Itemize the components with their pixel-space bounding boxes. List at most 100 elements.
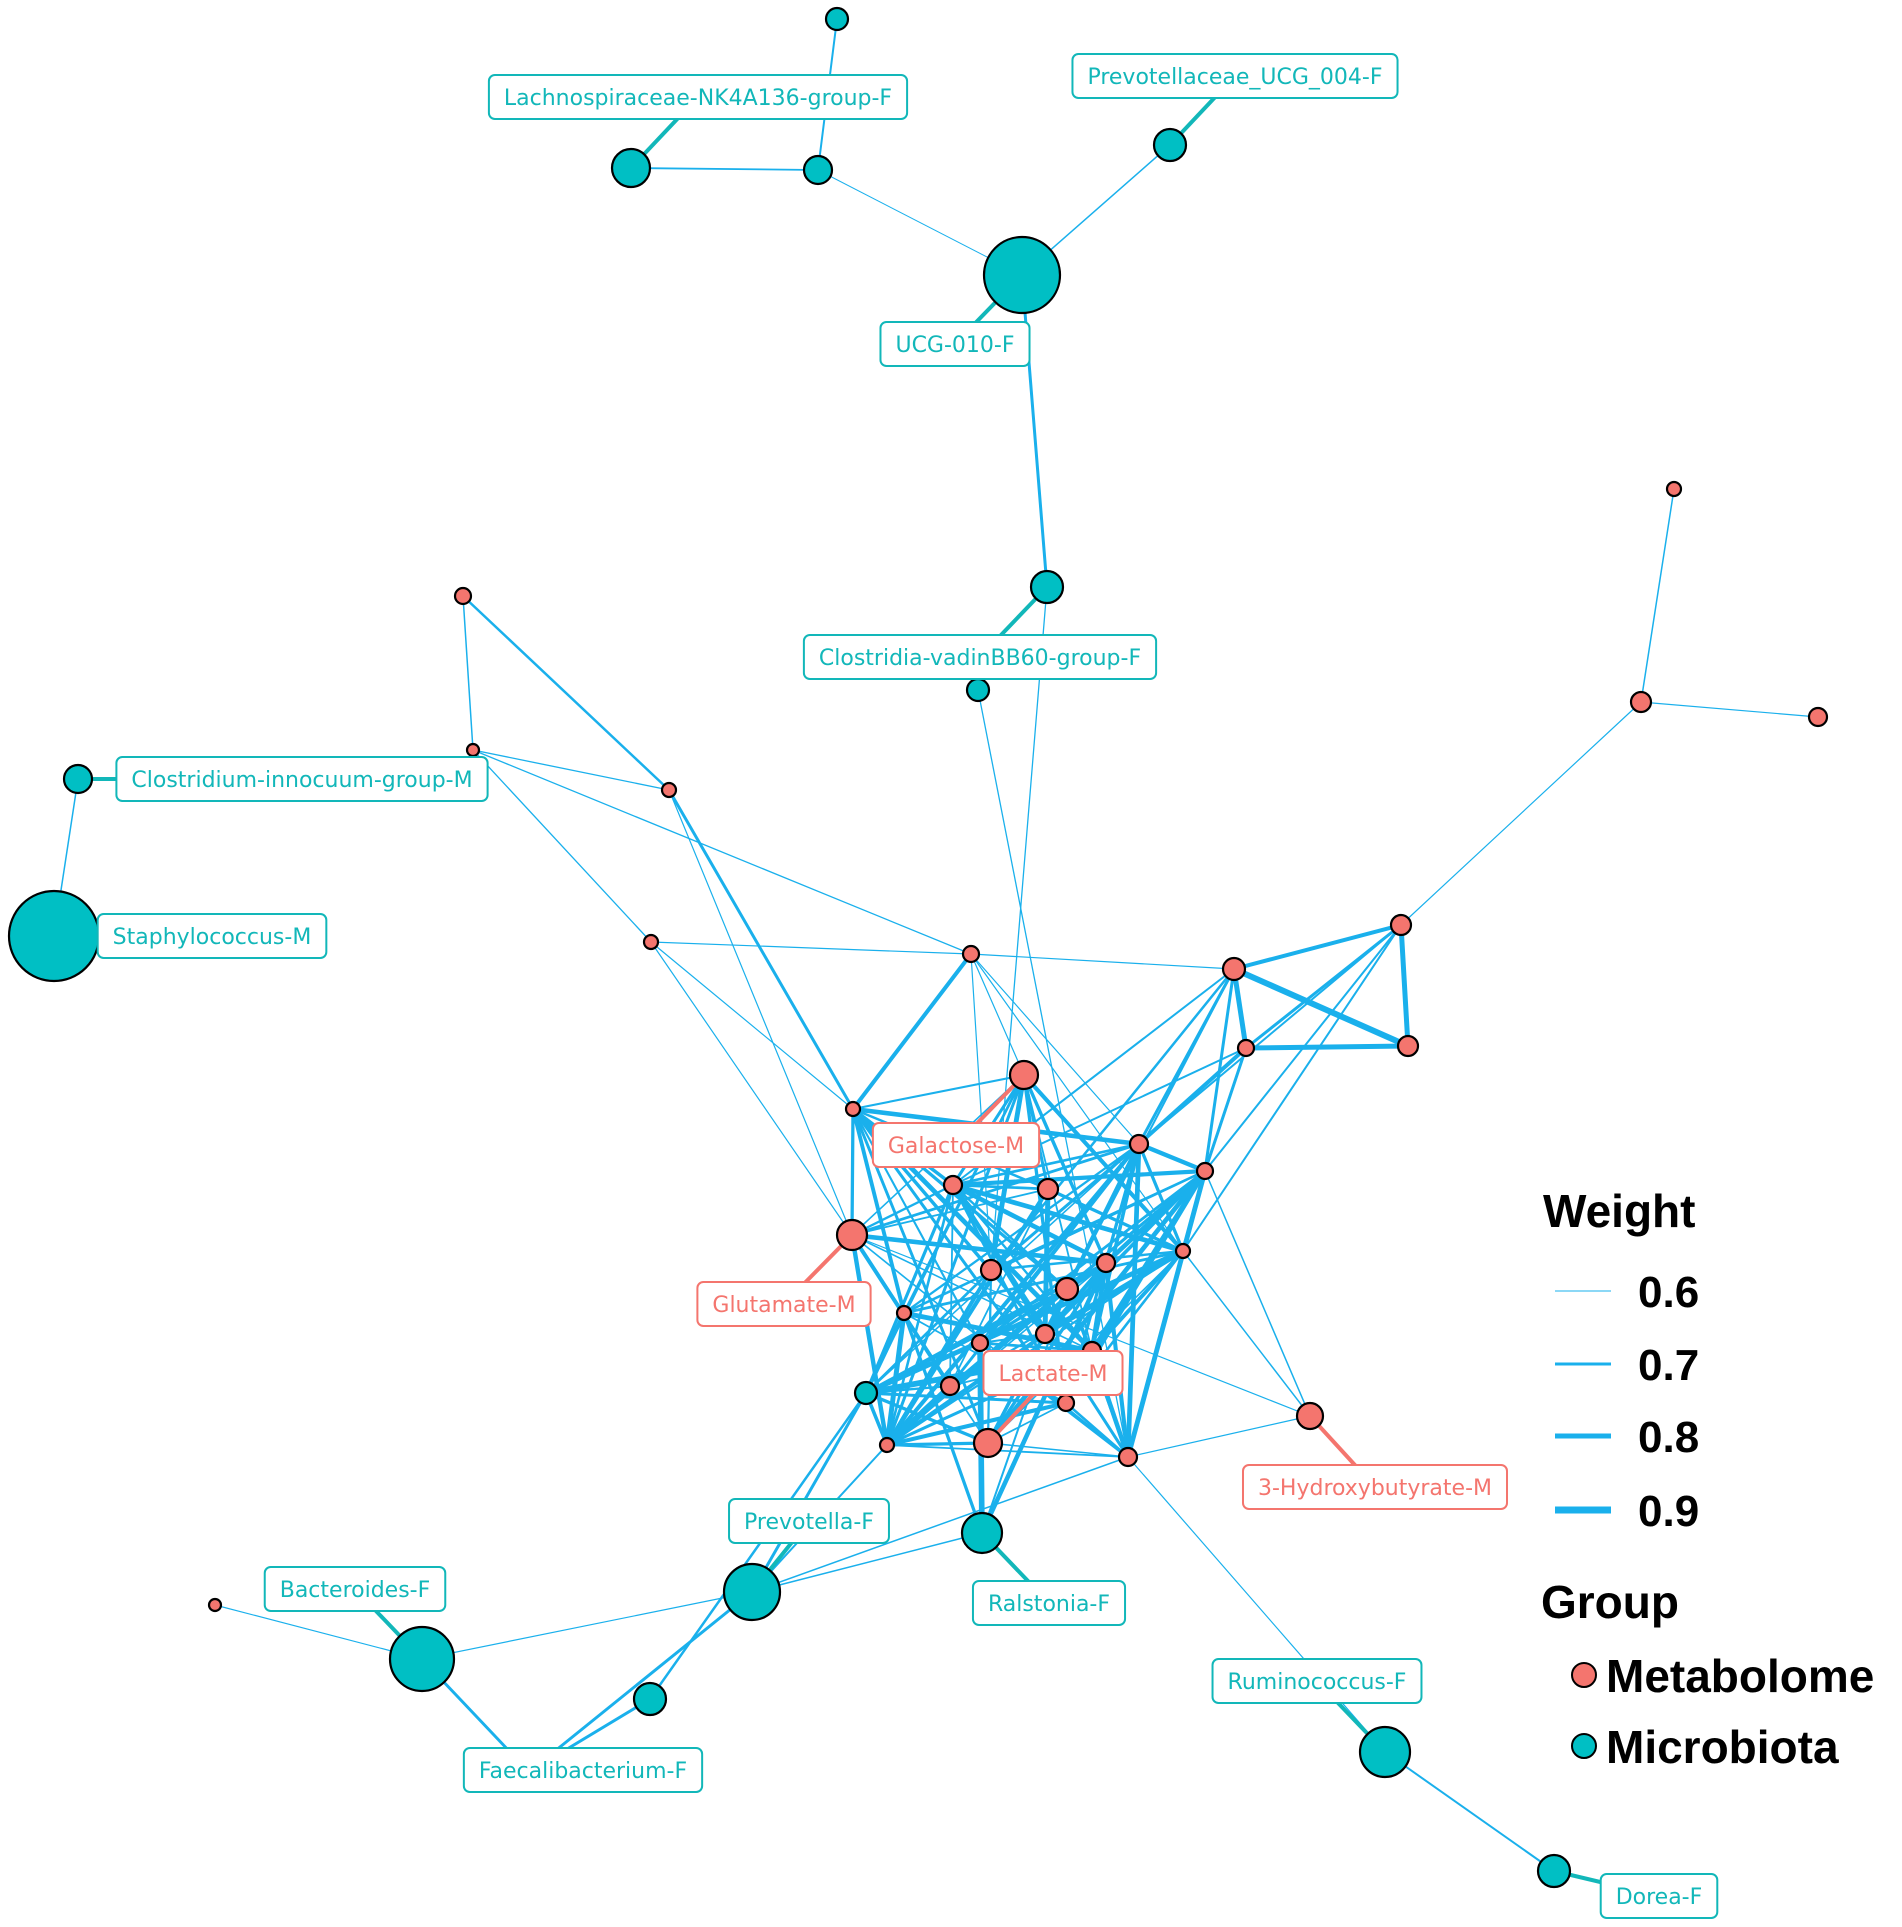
node-label-galactose: Galactose-M — [871, 1122, 1041, 1168]
edge — [1243, 1043, 1411, 1051]
metabolome-node — [1128, 1133, 1150, 1155]
edge — [462, 595, 474, 751]
microbiota-node — [1152, 127, 1188, 163]
metabolome-node — [1054, 1276, 1080, 1302]
edge — [1384, 1751, 1555, 1872]
edge — [978, 1341, 1094, 1353]
edge — [886, 1444, 1129, 1458]
metabolome-node — [642, 933, 660, 951]
svg-text:Dorea-F: Dorea-F — [1616, 1885, 1703, 1910]
metabolome-node — [1036, 1177, 1060, 1201]
node-label-glutamate: Glutamate-M — [696, 1281, 872, 1327]
edge — [472, 749, 972, 955]
edge — [1398, 922, 1411, 1049]
svg-text:Clostridia-vadinBB60-group-F: Clostridia-vadinBB60-group-F — [819, 646, 1141, 671]
edge — [751, 1456, 1129, 1593]
metabolome-node — [1195, 1161, 1215, 1181]
edge — [472, 749, 652, 943]
edge — [1090, 1249, 1185, 1353]
svg-text:Prevotella-F: Prevotella-F — [744, 1510, 874, 1535]
edge — [951, 1183, 1130, 1459]
edge — [1204, 1170, 1311, 1417]
edge — [970, 953, 1235, 970]
microbiota-node — [722, 1562, 782, 1622]
metabolome-node — [1095, 1252, 1117, 1274]
metabolome-node — [895, 1304, 913, 1322]
edge — [885, 1183, 955, 1447]
edge — [885, 1268, 993, 1447]
metabolome-node — [972, 1427, 1004, 1459]
microbiota-node — [388, 1625, 456, 1693]
edge — [884, 1310, 907, 1448]
legend-weight-label: 0.9 — [1638, 1487, 1699, 1536]
edge — [949, 1188, 1049, 1387]
edge — [1182, 924, 1402, 1252]
edge — [1136, 1141, 1208, 1174]
label-layer: Lachnospiraceae-NK4A136-group-F Prevotel… — [96, 53, 1719, 1919]
edge — [751, 1532, 983, 1593]
node-label-vadin: Clostridia-vadinBB60-group-F — [802, 634, 1158, 680]
edge — [987, 1442, 1129, 1458]
edge — [988, 1072, 1027, 1273]
microbiota-node — [7, 889, 101, 983]
edge — [461, 594, 671, 792]
legend-weight-title: Weight — [1543, 1185, 1695, 1237]
edge — [1046, 1187, 1185, 1253]
metabolome-node — [465, 742, 481, 758]
node-label-innocuum: Clostridium-innocuum-group-M — [115, 756, 489, 802]
edge — [989, 967, 1236, 1272]
edge — [1138, 924, 1402, 1145]
edge — [750, 1391, 868, 1594]
edge — [1125, 1168, 1208, 1460]
edge — [950, 1182, 1186, 1254]
edge — [850, 1183, 955, 1237]
metabolome-node — [844, 1100, 862, 1118]
microbiota-node — [1358, 1725, 1412, 1779]
edge — [902, 1169, 1207, 1315]
legend-microbiota-swatch — [1571, 1733, 1597, 1759]
node-label-dorea: Dorea-F — [1599, 1873, 1719, 1919]
node-label-lachno: Lachnospiraceae-NK4A136-group-F — [487, 74, 909, 120]
edge — [1231, 966, 1249, 1051]
metabolome-node — [1295, 1401, 1325, 1431]
legend-weight-label: 0.7 — [1638, 1341, 1699, 1390]
metabolome-node — [1034, 1323, 1056, 1345]
svg-text:Bacteroides-F: Bacteroides-F — [280, 1578, 431, 1603]
edge — [667, 788, 855, 1111]
metabolome-node — [1008, 1059, 1040, 1091]
metabolome-node — [878, 1436, 896, 1454]
edge — [850, 1142, 1141, 1237]
node-label-ralstonia: Ralstonia-F — [971, 1580, 1127, 1626]
microbiota-node — [610, 147, 652, 189]
edge — [970, 953, 1025, 1076]
microbiota-node — [802, 154, 834, 186]
svg-text:3-Hydroxybutyrate-M: 3-Hydroxybutyrate-M — [1258, 1476, 1492, 1501]
edge — [1127, 1415, 1311, 1458]
microbiota-node — [824, 6, 850, 32]
edge — [863, 1310, 907, 1396]
edge — [472, 749, 670, 791]
node-label-ucg010: UCG-010-F — [879, 321, 1031, 367]
node-label-staph: Staphylococcus-M — [96, 913, 328, 959]
svg-text:UCG-010-F: UCG-010-F — [895, 333, 1014, 358]
node-label-prevotella: Prevotella-F — [728, 1498, 890, 1544]
metabolome-node — [835, 1218, 869, 1252]
metabolome-node — [1221, 956, 1247, 982]
edge — [970, 953, 1140, 1145]
edge — [849, 1232, 1109, 1266]
edge — [1640, 701, 1819, 718]
edge — [850, 1107, 855, 1237]
legend-group-item-microbiota: Microbiota — [1571, 1721, 1839, 1773]
node-layer — [7, 6, 1829, 1889]
metabolome-node — [961, 944, 981, 964]
legend-weight-item: 0.6 — [1555, 1268, 1699, 1317]
edge — [1089, 1260, 1109, 1354]
microbiota-node — [960, 1511, 1004, 1555]
edge — [1043, 1169, 1207, 1336]
svg-text:Lachnospiraceae-NK4A136-group-: Lachnospiraceae-NK4A136-group-F — [504, 86, 892, 111]
legend-group-title: Group — [1541, 1576, 1679, 1628]
node-label-hydroxy: 3-Hydroxybutyrate-M — [1241, 1464, 1509, 1510]
legend-weight-label: 0.8 — [1638, 1413, 1699, 1462]
edge — [970, 953, 1184, 1252]
